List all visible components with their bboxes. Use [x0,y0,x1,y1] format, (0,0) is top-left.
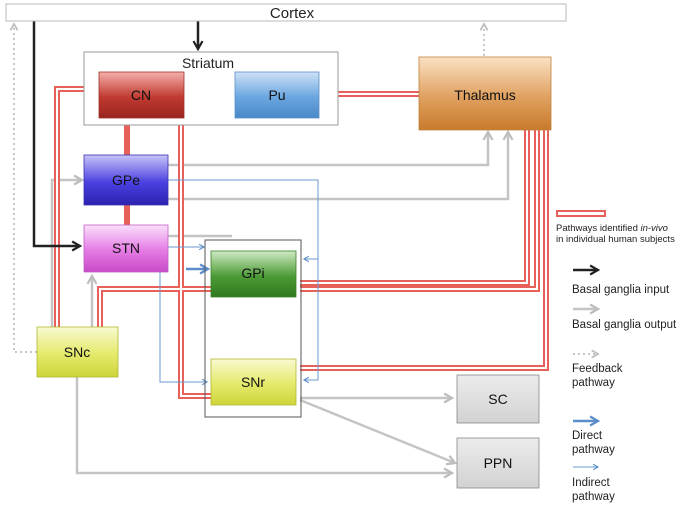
gpe-to-thalamus [168,129,494,167]
legend-direct: Direct pathway [572,415,615,456]
gpi-snr-container [204,239,302,418]
legend-input-label: Basal ganglia input [572,284,670,296]
legend-output: Basal ganglia output [572,303,677,331]
legend-direct-line2: pathway [572,444,615,456]
legend-direct-line1: Direct [572,430,603,442]
legend-indirect-line1: Indirect [572,477,611,489]
pu-node: Pu [234,71,320,119]
legend: Pathways identified in-vivo in individua… [556,210,677,503]
feedback-pathways [9,22,489,353]
sc-label: SC [488,391,507,407]
cn-label: CN [131,87,151,103]
pu-label: Pu [268,87,285,103]
thalamus-to-gpi-invivo-2 [300,130,540,292]
gpi-label: GPi [241,265,264,281]
gpe-to-snr-indirect [302,259,319,384]
thalamus-to-gpi-invivo [300,130,530,286]
snr-node: SNr [210,358,297,406]
snc-node: SNc [36,326,119,378]
cortex-to-stn [32,21,83,252]
legend-feedback-line1: Feedback [572,363,623,375]
sc-node: SC [456,374,540,424]
striatum-label: Striatum [182,55,234,71]
thalamus-label: Thalamus [454,87,515,103]
legend-indirect-line2: pathway [572,491,615,503]
svg-text:Pathways identified in-vivo: Pathways identified in-vivo [556,223,668,234]
snc-feedback-to-cortex [9,22,37,353]
stn-label: STN [112,240,140,256]
gpe-to-thalamus-2 [168,129,514,201]
gpe-node: GPe [83,154,169,206]
thalamus-node: Thalamus [418,56,552,131]
legend-invivo-prefix: Pathways identified [556,223,641,234]
legend-output-label: Basal ganglia output [572,319,677,331]
input-pathways [32,21,204,252]
stn-node: STN [83,224,169,273]
cortex-node: Cortex [5,3,567,22]
stn-to-snr-indirect [159,272,209,386]
cortex-label: Cortex [270,5,315,22]
ppn-label: PPN [484,455,513,471]
snc-to-ppn [75,377,455,479]
blue-pathways [159,179,319,386]
legend-invivo: Pathways identified in-vivo in individua… [556,210,675,245]
gpi-node: GPi [210,250,297,298]
cn-node: CN [98,71,185,119]
snc-label: SNc [64,344,90,360]
legend-input: Basal ganglia input [572,264,670,296]
gpe-to-gpi-indirect [168,179,319,263]
snc-to-gpe [50,174,85,327]
legend-indirect: Indirect pathway [572,463,615,503]
output-pathways [50,129,514,479]
snr-label: SNr [241,374,265,390]
gpe-label: GPe [112,172,140,188]
ppn-node: PPN [456,437,540,489]
legend-invivo-italic: in-vivo [641,223,668,234]
legend-feedback-line2: pathway [572,377,615,389]
stn-to-gpi-invivo [97,286,211,327]
snr-to-ppn [299,398,458,466]
legend-feedback: Feedback pathway [572,349,623,389]
legend-invivo-line2: in individual human subjects [556,234,675,245]
